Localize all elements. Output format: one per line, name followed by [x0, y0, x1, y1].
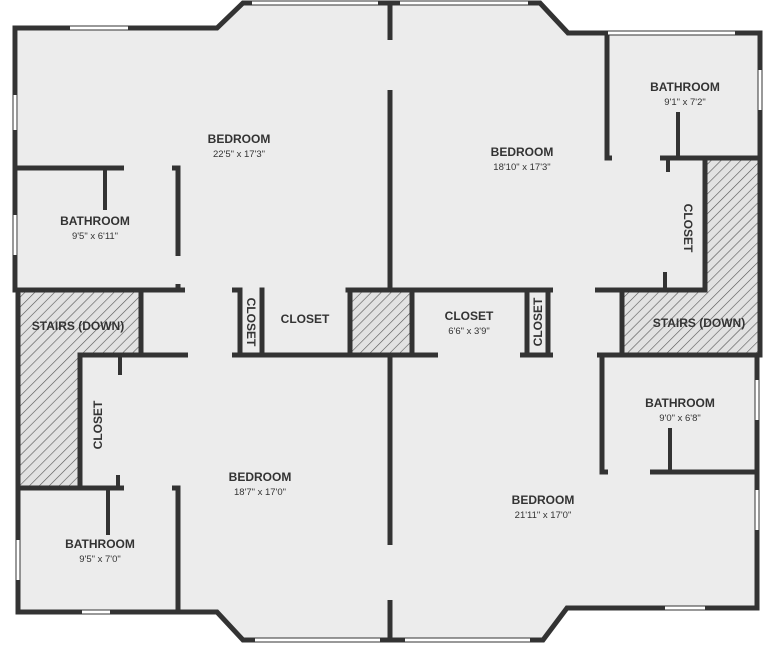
stairs-right-label: STAIRS (DOWN)	[653, 316, 745, 330]
bedroom-tr-label: BEDROOM	[491, 145, 554, 159]
stairs-left-label: STAIRS (DOWN)	[32, 319, 124, 333]
bath-tr-dims: 9'1" x 7'2"	[664, 97, 706, 108]
bedroom-tl-label: BEDROOM	[208, 132, 271, 146]
closet-small-left-label: CLOSET	[244, 298, 258, 347]
bath-bl-dims: 9'5" x 7'0"	[79, 554, 121, 565]
bath-tr-label: BATHROOM	[650, 80, 720, 94]
bedroom-bl-label: BEDROOM	[229, 470, 292, 484]
bedroom-bl-dims: 18'7" x 17'0"	[234, 487, 286, 498]
bath-tl-dims: 9'5" x 6'11"	[72, 231, 118, 242]
closet-center-right-dims: 6'6" x 3'9"	[448, 326, 490, 337]
bath-tl-label: BATHROOM	[60, 214, 130, 228]
windows	[13, 1, 762, 642]
closet-center-right-label: CLOSET	[445, 309, 494, 323]
stairs-right-hatch	[622, 158, 760, 355]
bedroom-tr-dims: 18'10" x 17'3"	[493, 162, 550, 173]
bath-br-label: BATHROOM	[645, 396, 715, 410]
door-openings	[124, 40, 660, 600]
center-hatch	[350, 290, 412, 355]
bedroom-tl-dims: 22'5" x 17'3"	[213, 149, 265, 160]
bedroom-br-dims: 21'11" x 17'0"	[515, 510, 572, 521]
room-labels: BEDROOM 22'5" x 17'3" BEDROOM 18'10" x 1…	[32, 80, 745, 565]
bath-br-dims: 9'0" x 6'8"	[659, 413, 701, 424]
closet-right-vertical-label: CLOSET	[681, 204, 695, 253]
bath-bl-label: BATHROOM	[65, 537, 135, 551]
closet-center-left-label: CLOSET	[281, 312, 330, 326]
closet-small-right-label: CLOSET	[531, 297, 545, 346]
bedroom-br-label: BEDROOM	[512, 493, 575, 507]
closet-left-vertical-label: CLOSET	[91, 400, 105, 449]
